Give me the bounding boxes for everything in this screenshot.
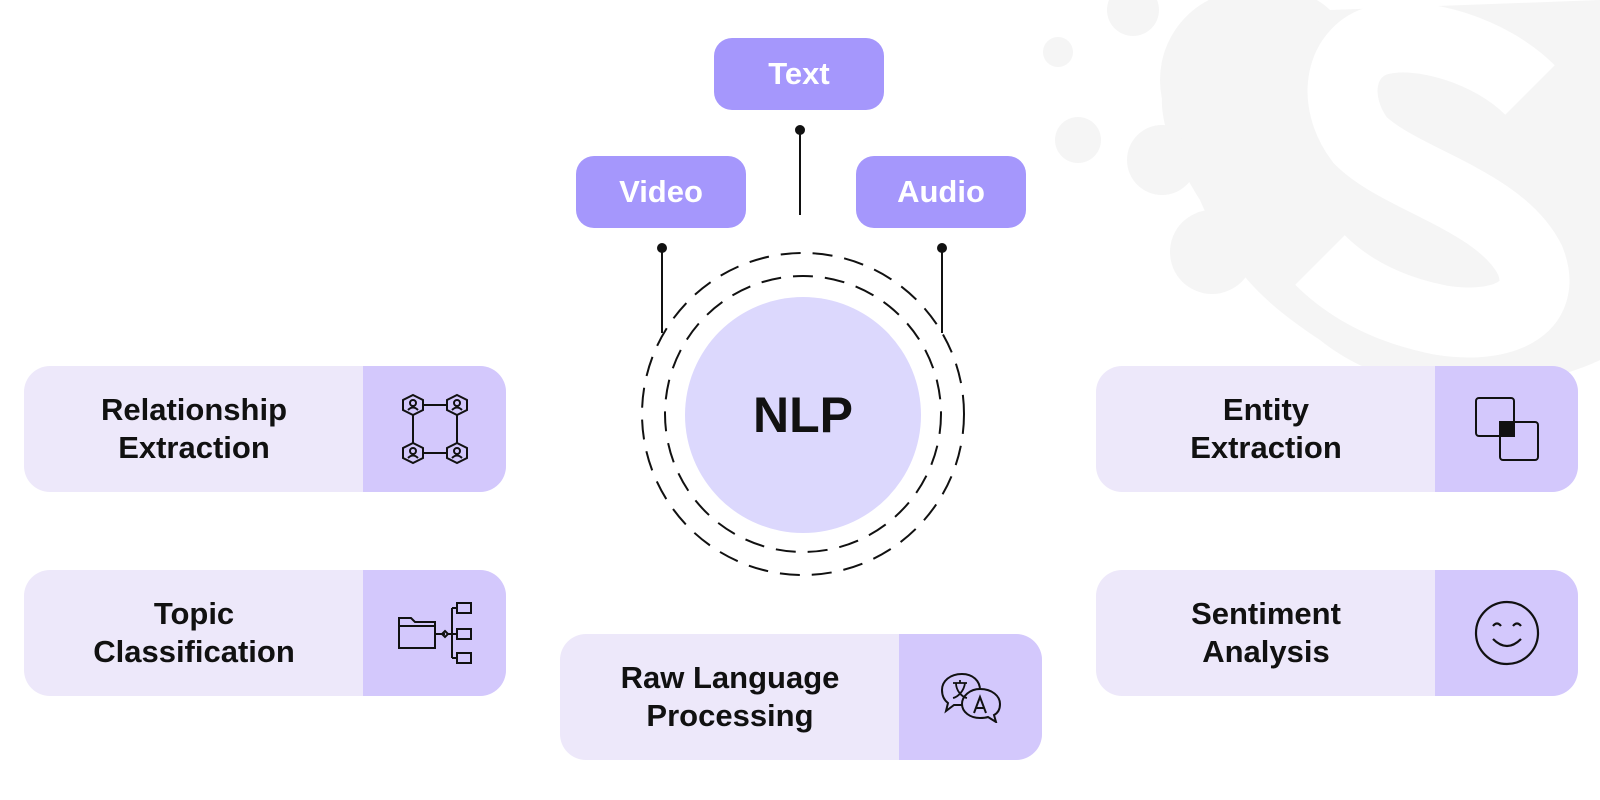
- input-video-label: Video: [619, 174, 703, 209]
- card-label-line2: Extraction: [1190, 430, 1342, 465]
- input-video-box: Video: [576, 156, 746, 228]
- smiley-face-icon: [1474, 600, 1539, 666]
- card-label: Raw Language Processing: [560, 634, 900, 760]
- card-label: Topic Classification: [24, 570, 364, 696]
- card-raw-language-processing: Raw Language Processing: [560, 634, 1042, 760]
- card-label: Relationship Extraction: [24, 366, 364, 492]
- card-icon-panel: [1435, 366, 1578, 492]
- card-topic-classification: Topic Classification: [24, 570, 506, 696]
- network-nodes-icon: [401, 393, 468, 465]
- folder-tree-icon: [397, 602, 472, 664]
- audio-connector-dot: [937, 243, 947, 253]
- input-text-label: Text: [768, 56, 830, 91]
- card-relationship-extraction: Relationship Extraction: [24, 366, 506, 492]
- card-label-line1: Entity: [1222, 392, 1310, 427]
- input-text-box: Text: [714, 38, 884, 110]
- video-connector-dot: [657, 243, 667, 253]
- card-label-line2: Classification: [93, 634, 295, 669]
- text-connector-dot: [795, 125, 805, 135]
- card-label-line2: Processing: [646, 698, 814, 733]
- overlapping-squares-icon: [1474, 397, 1539, 461]
- card-label-line1: Relationship: [100, 392, 287, 427]
- card-label-line1: Sentiment: [1191, 596, 1341, 631]
- card-label-line2: Extraction: [118, 430, 270, 465]
- card-icon-panel: [899, 634, 1042, 760]
- card-icon-panel: [363, 570, 506, 696]
- card-label: Sentiment Analysis: [1096, 570, 1436, 696]
- translate-chat-icon: [940, 672, 1001, 723]
- nlp-label: NLP: [753, 387, 853, 443]
- card-sentiment-analysis: Sentiment Analysis: [1096, 570, 1578, 696]
- logo-s-letter: [1295, 2, 1570, 358]
- nlp-core-circle: NLP: [685, 297, 921, 533]
- card-label-line1: Topic: [153, 596, 235, 631]
- inner-dashed-ring: [664, 275, 942, 553]
- card-icon-panel: [363, 366, 506, 492]
- card-label-line1: Raw Language: [620, 660, 840, 695]
- card-entity-extraction: Entity Extraction: [1096, 366, 1578, 492]
- card-icon-panel: [1435, 570, 1578, 696]
- input-audio-label: Audio: [897, 174, 985, 209]
- outer-dashed-ring: [641, 252, 965, 576]
- input-audio-box: Audio: [856, 156, 1026, 228]
- card-label: Entity Extraction: [1096, 366, 1436, 492]
- card-label-line2: Analysis: [1202, 634, 1330, 669]
